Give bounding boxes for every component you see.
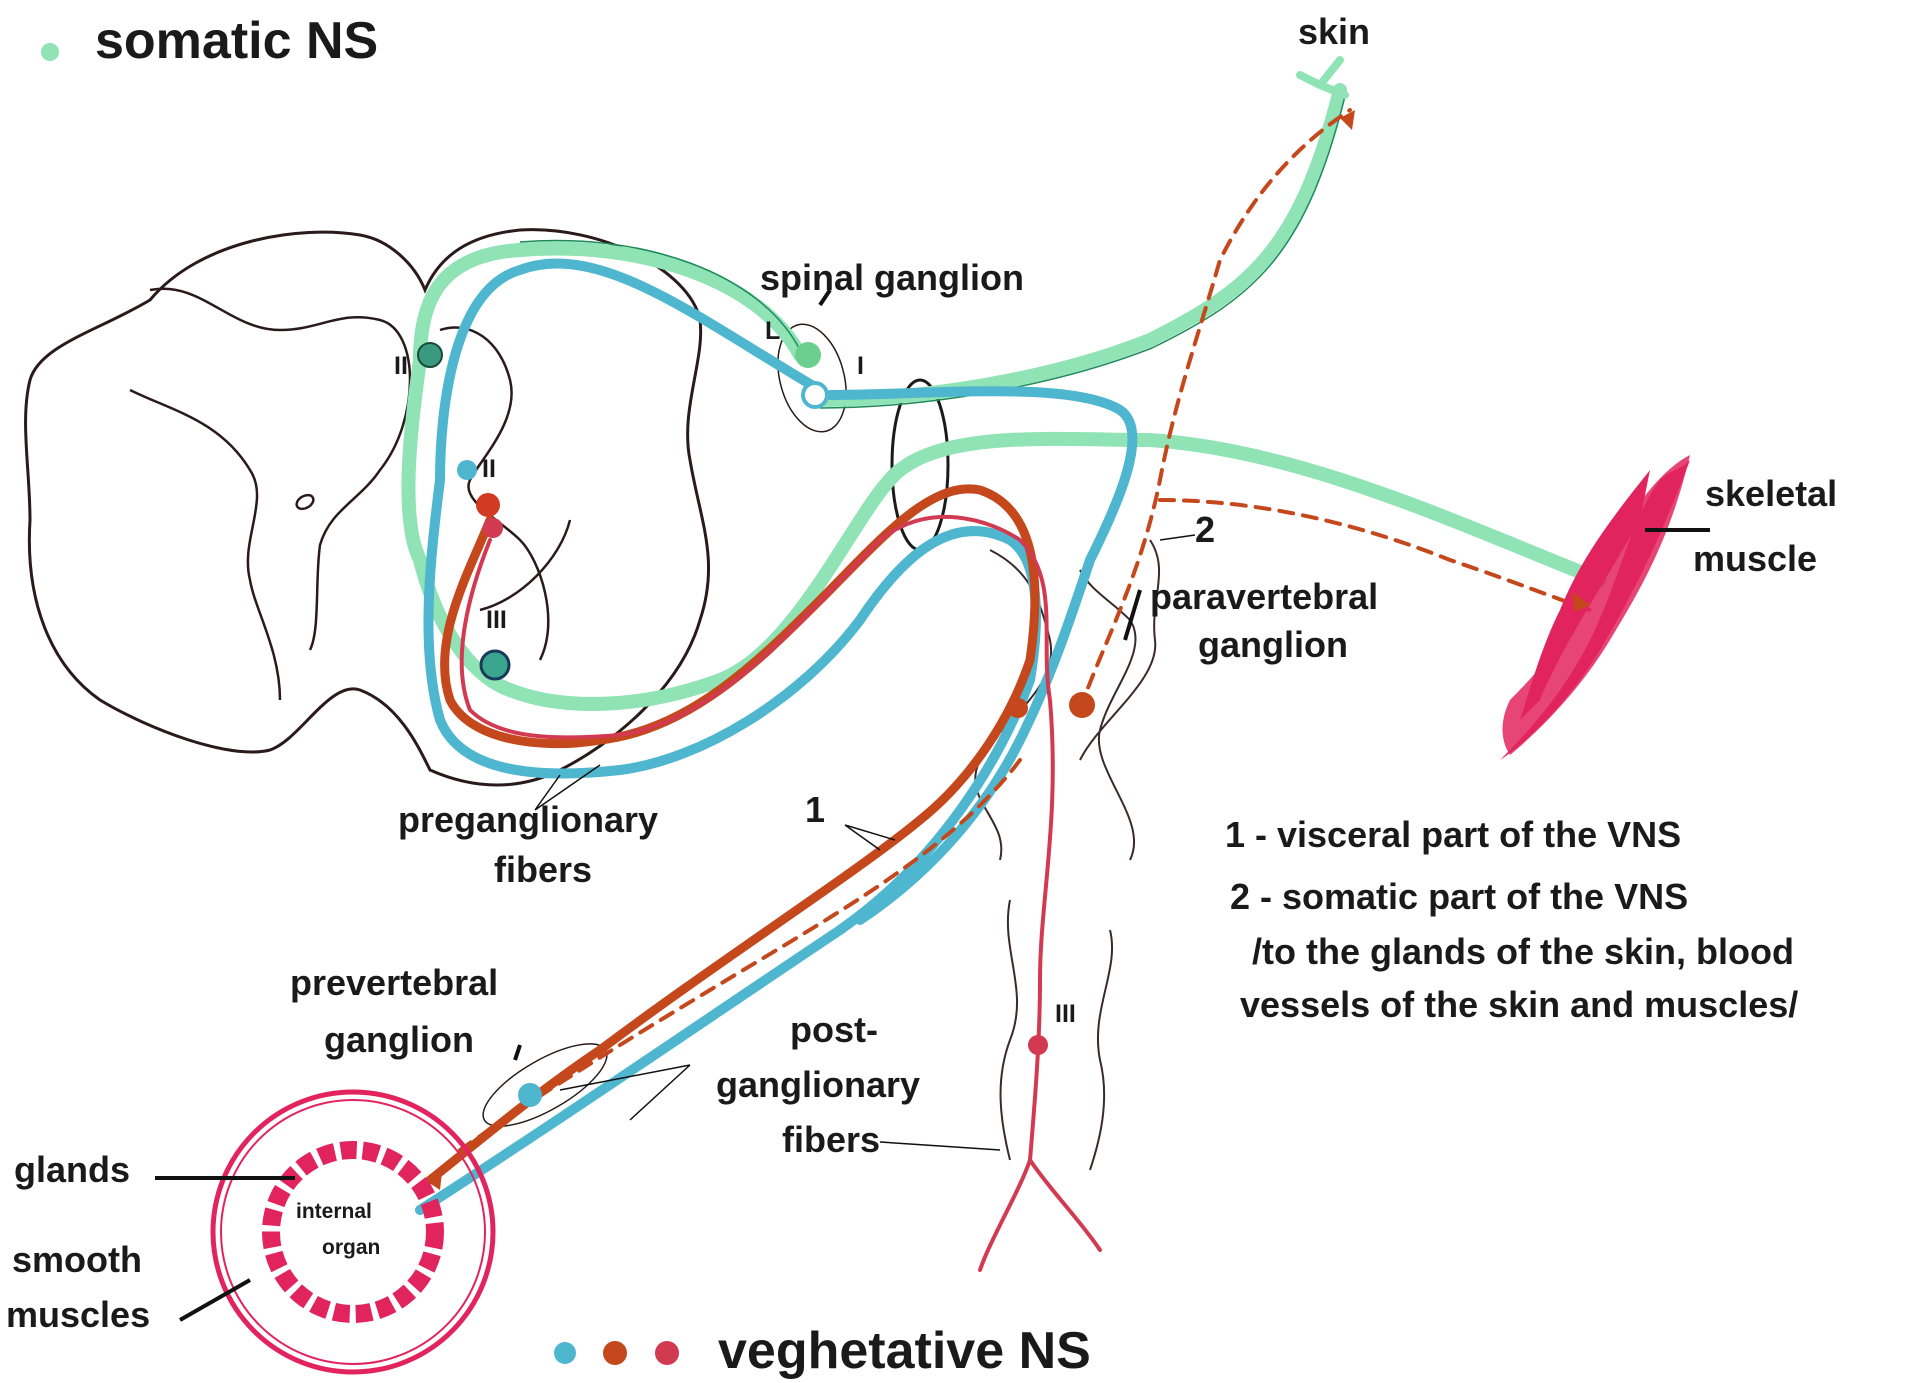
sympathetic-trunk-outline (975, 540, 1159, 860)
roman-III-label-2: III (1055, 1000, 1076, 1028)
somatic-fiber-edges (520, 92, 1346, 408)
smooth-label: smooth (12, 1240, 142, 1280)
roman-III-label-1: III (486, 606, 507, 634)
spinal-ganglion-neuron (795, 342, 821, 368)
prevertebral-ganglion-label: ganglion (324, 1020, 474, 1060)
legend-item-3: /to the glands of the skin, blood (1252, 932, 1794, 972)
roman-II-label-1: II (394, 352, 408, 380)
sympathetic-trunk-lower (1001, 900, 1113, 1170)
roman-L-label: L (765, 317, 780, 345)
neuron-II-vns (457, 460, 477, 480)
trunk-neuron (1008, 698, 1028, 718)
muscles-label: muscles (6, 1295, 150, 1335)
preganglionary-label: preganglionary (398, 800, 658, 840)
organ-outer-ring-2 (221, 1100, 485, 1364)
skeletal-muscle-body (1503, 455, 1691, 755)
postganglionary-label-1: post- (790, 1010, 878, 1050)
number-2-label: 2 (1195, 510, 1215, 550)
paravertebral-neuron (1069, 692, 1095, 718)
legend-green-dot (41, 43, 59, 61)
postganglionary-label-2: ganglionary (716, 1065, 920, 1105)
preganglionary-fibers-label: fibers (494, 850, 592, 890)
spinal-ganglion-label: spinal ganglion (760, 258, 1024, 298)
legend-item-4: vessels of the skin and muscles/ (1240, 985, 1798, 1025)
postganglionary-label-3: fibers (782, 1120, 880, 1160)
organ-mucosa-ring (271, 1150, 435, 1314)
veghetative-ns-label: veghetative NS (718, 1322, 1091, 1380)
organ-label: organ (322, 1236, 380, 1260)
paravertebral-label: paravertebral (1150, 577, 1378, 617)
central-canal (294, 492, 316, 511)
roman-I-label: I (857, 352, 864, 380)
grey-matter-outline (130, 289, 570, 700)
neuron-red-2 (483, 518, 503, 538)
somatic-fibers (408, 90, 1600, 704)
paravertebral-ganglion-label: ganglion (1198, 625, 1348, 665)
neuron-III-somatic (481, 651, 509, 679)
legend-brown-dot (603, 1341, 627, 1365)
skin-ending (1300, 60, 1345, 95)
neuron-red-1 (476, 493, 500, 517)
prevertebral-label: prevertebral (290, 963, 498, 1003)
organ-outer-ring (213, 1092, 493, 1372)
neuron-II-somatic (418, 343, 442, 367)
skin-label: skin (1298, 12, 1370, 52)
roman-II-label-2: II (482, 455, 496, 483)
neuron-III-lower (1028, 1035, 1048, 1055)
spinal-ganglion-neuron-2 (803, 383, 827, 407)
legend-item-2: 2 - somatic part of the VNS (1230, 877, 1688, 917)
glands-label: glands (14, 1150, 130, 1190)
prevertebral-neuron (518, 1083, 542, 1107)
legend-blue-dot (554, 1342, 576, 1364)
skin-arrow (1340, 110, 1355, 130)
number-1-label: 1 (805, 790, 825, 830)
skeletal-label: skeletal (1705, 474, 1837, 514)
legend-red-dot (655, 1341, 679, 1365)
legend-item-1: 1 - visceral part of the VNS (1225, 815, 1681, 855)
muscle-label: muscle (1693, 539, 1817, 579)
internal-label: internal (296, 1200, 372, 1224)
thin-leaders (535, 535, 1195, 1150)
somatic-ns-label: somatic NS (95, 12, 378, 70)
